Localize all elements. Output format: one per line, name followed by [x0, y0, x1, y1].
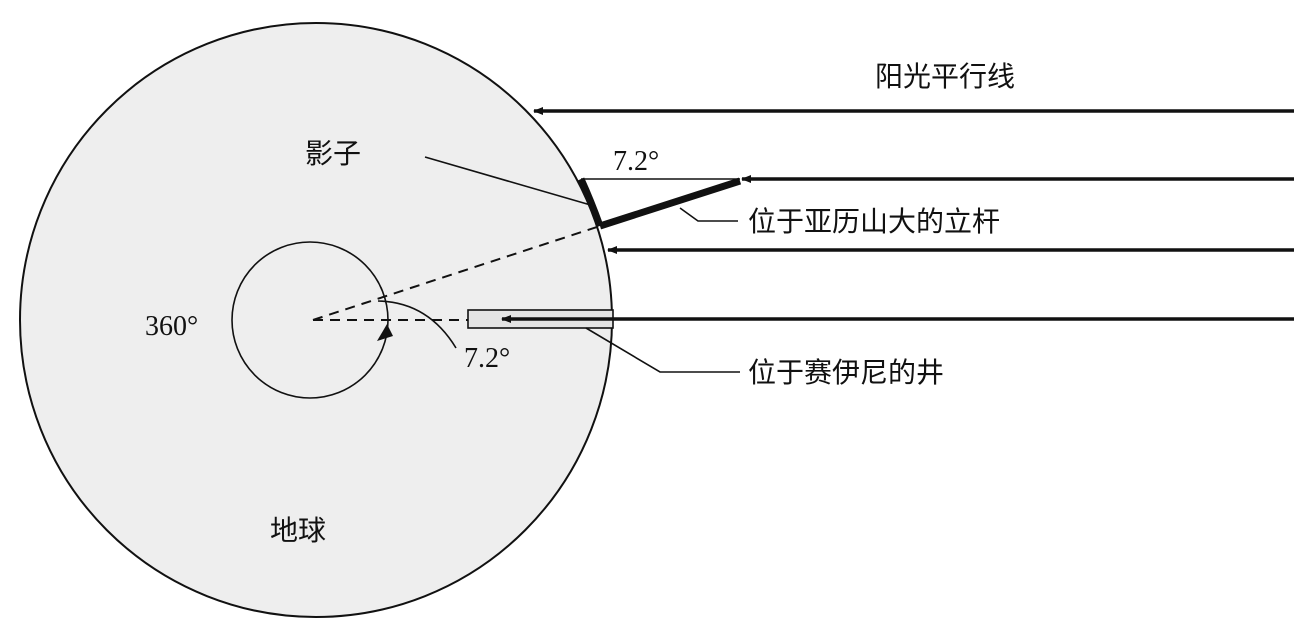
angle-top-label: 7.2° [613, 146, 659, 177]
center-angle-arc [377, 300, 457, 349]
well-label: 位于赛伊尼的井 [748, 356, 944, 389]
full-circle-label: 360° [145, 311, 198, 342]
well-leader [585, 327, 740, 373]
sunlight-label: 阳光平行线 [875, 60, 1015, 93]
rod-label: 位于亚历山大的立杆 [748, 205, 1000, 238]
shadow-arc [577, 177, 604, 228]
shadow-label: 影子 [305, 137, 361, 170]
center-angle-arrowhead [377, 324, 393, 341]
angle-center-label: 7.2° [464, 343, 510, 374]
earth-label: 地球 [270, 514, 326, 547]
rod-leader [679, 207, 738, 222]
rod-line [598, 177, 742, 230]
shadow-leader [424, 156, 595, 207]
